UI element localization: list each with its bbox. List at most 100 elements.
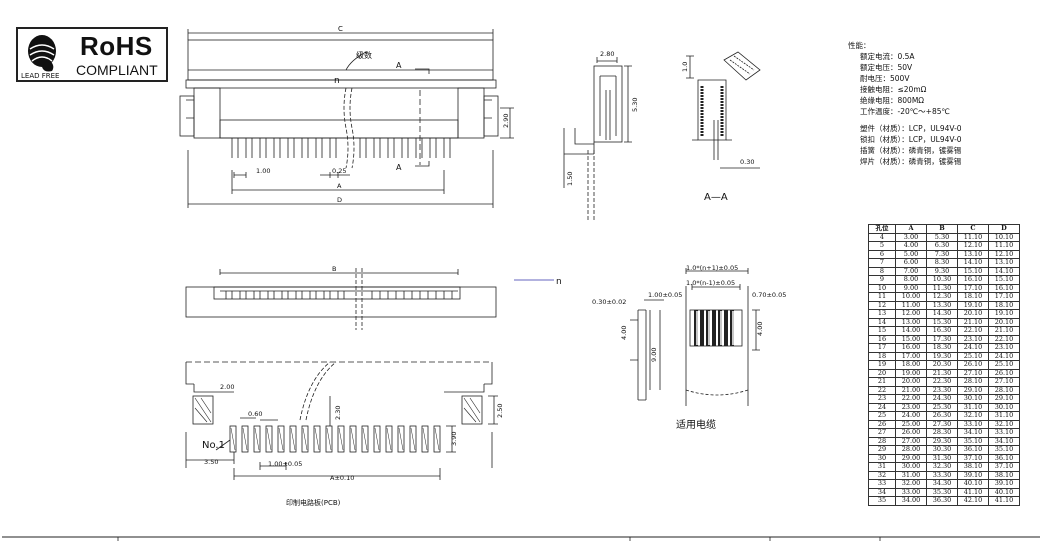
table-cell: 19 xyxy=(868,360,896,370)
table-cell: 5.00 xyxy=(895,249,927,259)
cable-dim-inner: 1.0*(n-1)±0.05 xyxy=(686,279,735,287)
pcb-dim-2-50: 2.50 xyxy=(496,404,504,418)
table-cell: 41.10 xyxy=(988,496,1020,506)
table-cell: 19.10 xyxy=(988,309,1020,319)
table-cell: 22.10 xyxy=(988,334,1020,344)
height-label: 2.90 xyxy=(502,114,510,128)
material-line: 塑件（材质）：LCP，UL94V-0 xyxy=(860,124,962,133)
table-cell: 13.10 xyxy=(988,258,1020,268)
table-cell: 33 xyxy=(868,479,896,489)
table-cell: 16.10 xyxy=(957,275,989,285)
rohs-text: RoHS xyxy=(80,31,153,61)
table-cell: 10.10 xyxy=(988,232,1020,242)
table-cell: 6 xyxy=(868,249,896,259)
pcb-dim-3-50: 3.50 xyxy=(204,458,218,466)
table-cell: 24.30 xyxy=(926,394,958,404)
table-cell: 18 xyxy=(868,351,896,361)
table-cell: 8.30 xyxy=(926,258,958,268)
table-cell: 3.00 xyxy=(895,232,927,242)
table-cell: 31.30 xyxy=(926,453,958,463)
table-cell: 12.10 xyxy=(988,249,1020,259)
side-width-label: 2.80 xyxy=(600,50,614,58)
table-cell: 35.10 xyxy=(988,445,1020,455)
table-cell: 19.10 xyxy=(957,300,989,310)
cable-right-dim: 0.70±0.05 xyxy=(752,291,786,299)
side-view xyxy=(563,57,632,220)
table-cell: 33.10 xyxy=(988,428,1020,438)
table-cell: 22.10 xyxy=(957,326,989,336)
table-cell: 6.30 xyxy=(926,241,958,251)
table-cell: 38.10 xyxy=(957,462,989,472)
table-cell: 15.10 xyxy=(957,266,989,276)
table-cell: 41.10 xyxy=(957,487,989,497)
table-cell: 32.00 xyxy=(895,479,927,489)
spec-line: 接触电阻：≤20mΩ xyxy=(860,85,927,94)
n-label: n xyxy=(334,76,340,86)
table-cell: 29.00 xyxy=(895,453,927,463)
table-cell: 14 xyxy=(868,317,896,327)
spec-line: 额定电流：0.5A xyxy=(860,52,915,61)
table-cell: 26.00 xyxy=(895,428,927,438)
table-cell: 12.00 xyxy=(895,309,927,319)
lead-free-icon xyxy=(28,35,56,72)
table-cell: 7 xyxy=(868,258,896,268)
table-cell: 18.00 xyxy=(895,360,927,370)
table-cell: 26.10 xyxy=(988,368,1020,378)
table-cell: 27.10 xyxy=(957,368,989,378)
table-cell: 13.30 xyxy=(926,300,958,310)
table-cell: 14.10 xyxy=(957,258,989,268)
table-cell: 29 xyxy=(868,445,896,455)
pcb-dim-a: A±0.10 xyxy=(330,474,354,482)
table-cell: 17.10 xyxy=(988,292,1020,302)
table-cell: 26.30 xyxy=(926,411,958,421)
table-cell: 34.10 xyxy=(988,436,1020,446)
table-cell: 10 xyxy=(868,283,896,293)
cable-length-long: 9.00 xyxy=(650,348,658,362)
table-cell: 10.00 xyxy=(895,292,927,302)
table-cell: 7.30 xyxy=(926,249,958,259)
pole-count-label: 级数 xyxy=(356,50,372,60)
table-cell: 36.10 xyxy=(957,445,989,455)
table-cell: 33.10 xyxy=(957,419,989,429)
table-cell: 18.30 xyxy=(926,343,958,353)
table-cell: 15.30 xyxy=(926,317,958,327)
front-view xyxy=(179,29,514,208)
dim-a-label: A xyxy=(337,182,342,190)
table-cell: 21.10 xyxy=(988,326,1020,336)
table-cell: 36.10 xyxy=(988,453,1020,463)
pcb-dim-0-60: 0.60 xyxy=(248,410,262,418)
table-cell: 39.10 xyxy=(957,470,989,480)
table-cell: 20.00 xyxy=(895,377,927,387)
section-view xyxy=(686,51,761,169)
table-cell: 14.30 xyxy=(926,309,958,319)
rohs-logo: RoHS COMPLIANT LEAD FREE xyxy=(16,27,168,82)
table-cell: 19.00 xyxy=(895,368,927,378)
table-header-row: 孔位 A B C D xyxy=(868,224,1020,234)
table-cell: 12.30 xyxy=(926,292,958,302)
table-cell: 19.30 xyxy=(926,351,958,361)
spec-line: 额定电压：50V xyxy=(860,63,913,72)
table-cell: 28.10 xyxy=(957,377,989,387)
table-cell: 17 xyxy=(868,343,896,353)
table-cell: 30.10 xyxy=(988,402,1020,412)
table-cell: 34.00 xyxy=(895,496,927,506)
pitch-label: 1.00 xyxy=(256,167,270,175)
